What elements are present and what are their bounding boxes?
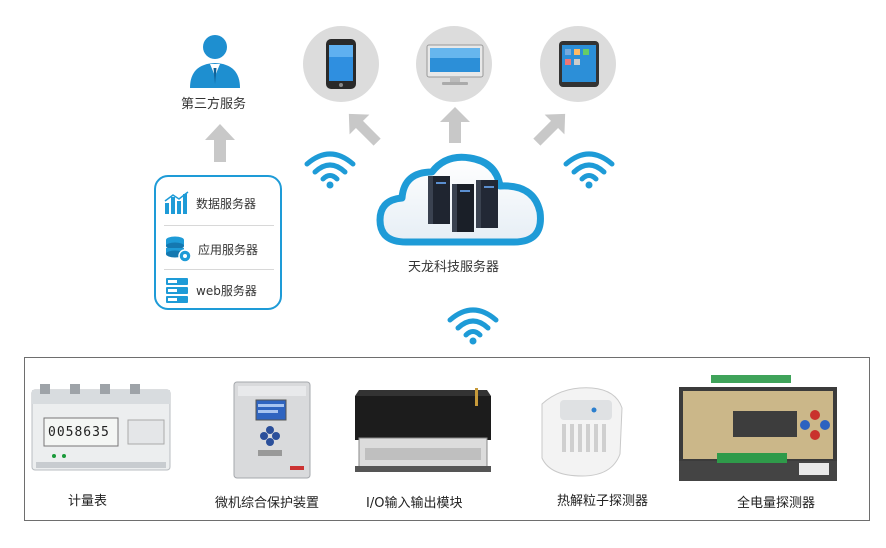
device-label-protection: 微机综合保护装置 xyxy=(215,496,320,511)
server-towers-icon xyxy=(428,176,498,232)
device-label-power: 全电量探测器 xyxy=(737,496,816,511)
protection-device-icon xyxy=(233,381,311,479)
divider xyxy=(164,225,274,226)
app-server-label: 应用服务器 xyxy=(198,242,259,257)
device-label-particle: 热解粒子探测器 xyxy=(557,494,649,509)
power-detector-icon xyxy=(679,375,837,481)
app-server-item: 应用服务器 xyxy=(164,231,274,267)
cloud-server-label: 天龙科技服务器 xyxy=(408,260,500,275)
io-module-icon xyxy=(355,388,491,472)
smartphone-icon xyxy=(326,39,356,89)
data-server-label: 数据服务器 xyxy=(196,196,257,211)
tablet-icon xyxy=(559,41,599,87)
database-gear-icon xyxy=(166,236,192,263)
desktop-monitor-icon xyxy=(426,44,484,85)
meter-display: 0058635 xyxy=(48,425,110,440)
device-label-io: I/O输入输出模块 xyxy=(366,496,463,511)
third-party-label: 第三方服务 xyxy=(181,97,247,112)
arrow-up-icon xyxy=(205,124,235,162)
wifi-icon xyxy=(563,151,615,189)
energy-meter-icon xyxy=(31,384,171,471)
device-label-meter: 计量表 xyxy=(68,494,108,509)
arrow-up-left-icon xyxy=(348,113,381,146)
particle-detector-icon xyxy=(541,387,623,477)
divider xyxy=(164,269,274,270)
data-server-item: 数据服务器 xyxy=(164,185,274,221)
server-rack-icon xyxy=(166,278,188,303)
bar-chart-icon xyxy=(164,191,189,214)
person-icon xyxy=(190,35,240,88)
wifi-icon xyxy=(304,151,356,189)
wifi-icon xyxy=(447,307,499,345)
server-panel: 数据服务器 应用服务器 web服务器 xyxy=(154,175,282,310)
arrow-up-right-icon xyxy=(533,113,566,146)
web-server-label: web服务器 xyxy=(196,283,257,298)
web-server-item: web服务器 xyxy=(164,272,274,308)
arrow-up-icon xyxy=(440,107,470,143)
